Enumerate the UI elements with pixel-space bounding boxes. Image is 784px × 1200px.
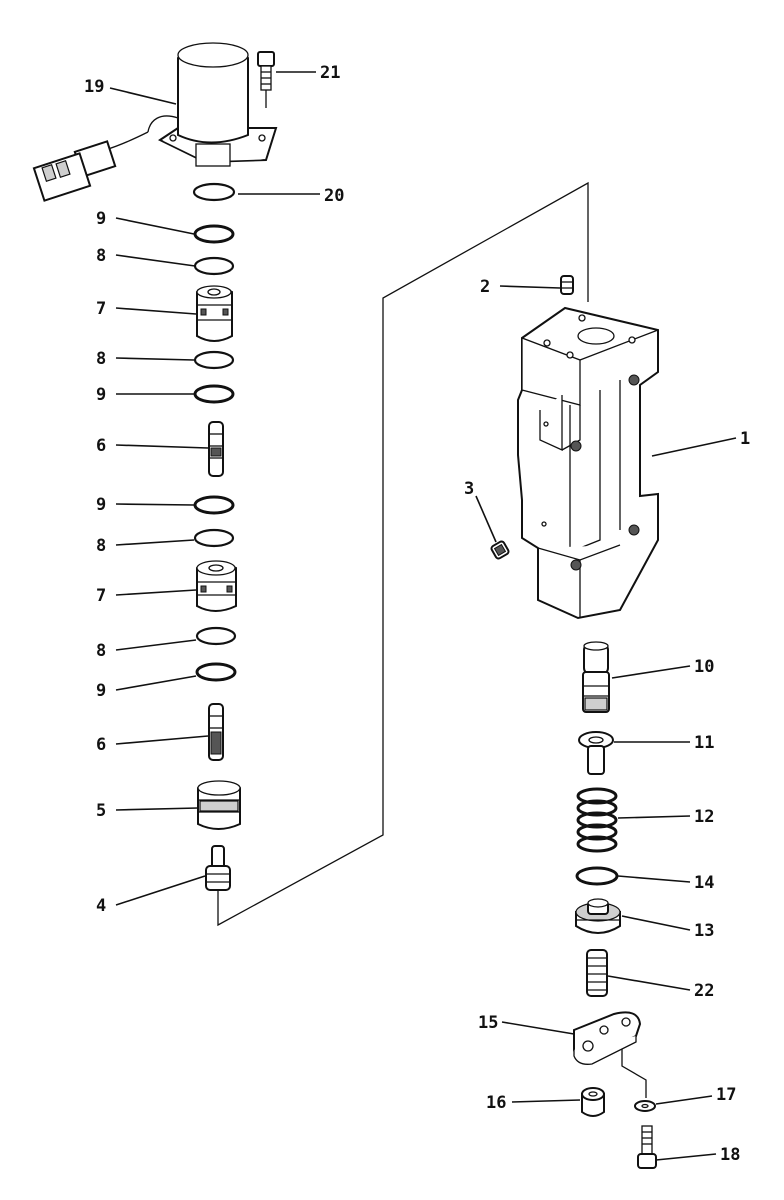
leader-13 [621, 915, 691, 931]
part-2-set-screw[interactable] [560, 275, 574, 295]
callout-13: 13 [694, 921, 714, 941]
part-6-pin-b[interactable] [208, 703, 224, 761]
leader-6a [115, 444, 209, 449]
part-1-valve-body[interactable] [517, 306, 659, 620]
callout-15: 15 [478, 1013, 498, 1033]
callout-22: 22 [694, 981, 714, 1001]
part-13-plug[interactable] [575, 898, 621, 934]
leader-8d [115, 639, 197, 651]
callout-4: 4 [96, 896, 106, 916]
assembly-guide-line [217, 181, 589, 927]
leader-10 [611, 665, 691, 679]
part-9-ring-c[interactable] [193, 495, 235, 515]
callout-6a: 6 [96, 436, 106, 456]
leader-22 [607, 975, 691, 991]
leader-21 [655, 1095, 713, 1105]
callout-8d: 8 [96, 641, 106, 661]
leader-1 [651, 437, 737, 457]
callout-16: 16 [486, 1093, 506, 1113]
callout-7b: 7 [96, 586, 106, 606]
leader-8a [115, 254, 196, 267]
callout-8b: 8 [96, 349, 106, 369]
callout-14: 14 [694, 873, 714, 893]
part-4-plug[interactable] [205, 845, 231, 891]
leader-9c [115, 503, 195, 506]
part-12-spring[interactable] [576, 787, 618, 853]
callout-7a: 7 [96, 299, 106, 319]
leader-5 [115, 807, 199, 811]
callout-1: 1 [740, 429, 750, 449]
part-9-ring-d[interactable] [195, 662, 237, 682]
callout-3: 3 [464, 479, 474, 499]
leader-6b [115, 735, 209, 745]
callout-6b: 6 [96, 735, 106, 755]
leader-20 [655, 1153, 717, 1161]
leader-7a [115, 307, 197, 315]
part-19-screw[interactable] [257, 51, 275, 91]
part-9-ring-a[interactable] [193, 224, 235, 244]
callout-17: 19 [84, 77, 104, 97]
leader-15 [501, 1021, 575, 1035]
leader-9a [115, 217, 195, 235]
leader-14 [617, 875, 691, 883]
callout-9d: 9 [96, 681, 106, 701]
callout-19: 21 [320, 63, 340, 83]
callout-9c: 9 [96, 495, 106, 515]
leader-17 [109, 87, 177, 105]
leader-2 [499, 285, 561, 289]
leader-9d [115, 675, 197, 691]
callout-21: 17 [716, 1085, 736, 1105]
part-8-ring-d[interactable] [195, 626, 237, 646]
callout-12: 12 [694, 807, 714, 827]
part-3-plug[interactable] [490, 540, 510, 560]
leader-16 [511, 1099, 581, 1103]
part-8-ring-c[interactable] [193, 528, 235, 548]
callout-5: 5 [96, 801, 106, 821]
leader-8b [115, 357, 195, 361]
callout-10: 10 [694, 657, 714, 677]
part-7-spool-b[interactable] [196, 560, 237, 612]
callout-9a: 9 [96, 209, 106, 229]
part-20-bolt[interactable] [637, 1125, 657, 1169]
part-17-solenoid[interactable] [32, 42, 278, 202]
part-11-retainer[interactable] [578, 731, 614, 775]
part-15-plate[interactable] [573, 1011, 642, 1065]
part-7-spool-a[interactable] [196, 285, 233, 342]
callout-8a: 8 [96, 246, 106, 266]
callout-18: 20 [324, 186, 344, 206]
part-8-ring-a[interactable] [193, 256, 235, 276]
callout-2: 2 [480, 277, 490, 297]
callout-9b: 9 [96, 385, 106, 405]
part-10-piston[interactable] [582, 641, 610, 713]
part-6-pin-a[interactable] [208, 421, 224, 477]
assembly-guide-15-21 [621, 1038, 647, 1098]
part-8-ring-b[interactable] [193, 350, 235, 370]
leader-8c [115, 539, 195, 546]
callout-11: 11 [694, 733, 714, 753]
part-14-o-ring[interactable] [575, 866, 619, 886]
part-9-ring-b[interactable] [193, 384, 235, 404]
leader-3 [475, 495, 497, 543]
part-5-sleeve[interactable] [197, 780, 241, 830]
leader-12 [617, 815, 691, 819]
callout-20: 18 [720, 1145, 740, 1165]
leader-7b [115, 589, 197, 596]
leader-4 [115, 875, 206, 906]
part-22-stud[interactable] [586, 949, 608, 997]
part-16-nut[interactable] [581, 1087, 605, 1117]
part-18-o-ring[interactable] [192, 182, 236, 202]
part-21-washer[interactable] [634, 1100, 656, 1112]
callout-8c: 8 [96, 536, 106, 556]
